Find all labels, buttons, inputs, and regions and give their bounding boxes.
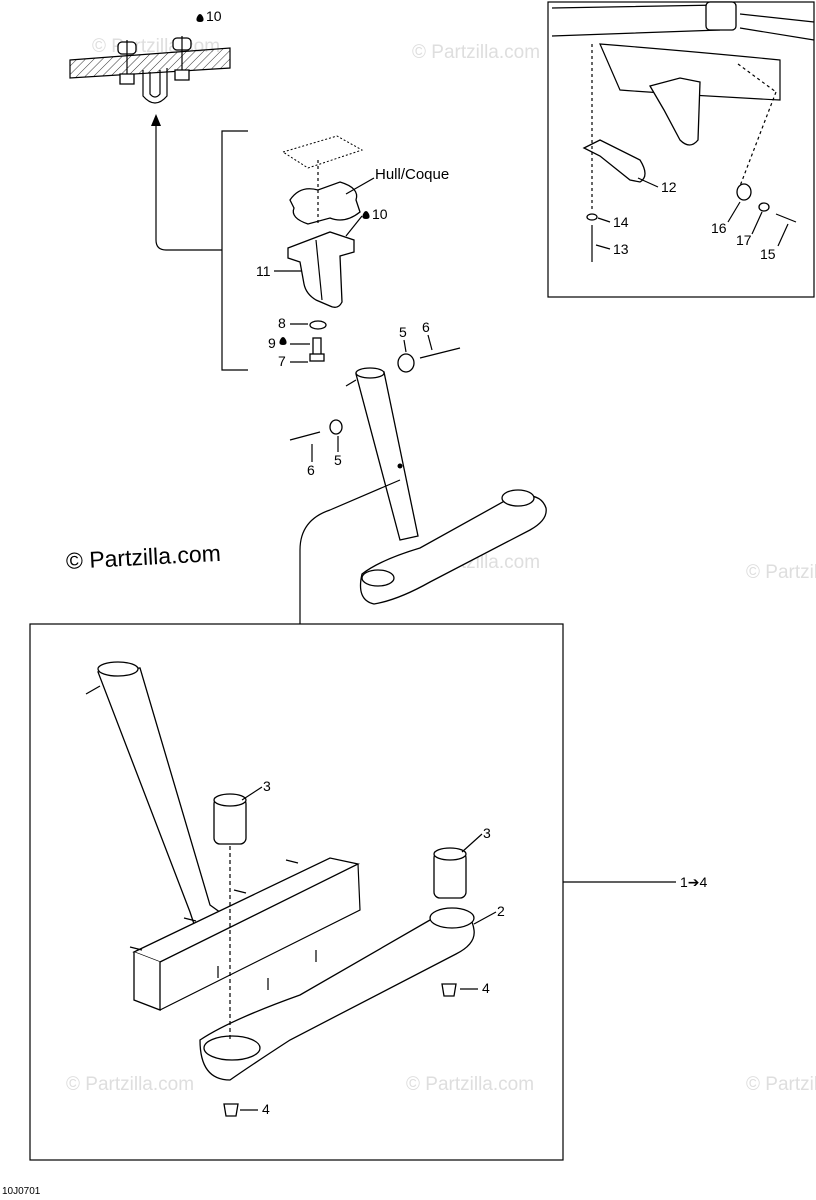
label-8: 8 [278, 315, 286, 331]
label-15: 15 [760, 246, 776, 262]
label-4-bottom: 4 [262, 1101, 270, 1117]
label-16: 16 [711, 220, 727, 236]
inset-frame [547, 1, 815, 298]
watermark-text: © Partzilla.com [412, 42, 540, 63]
leader-line [299, 479, 401, 624]
ladder-detail [85, 661, 475, 1117]
label-10-top: 10 [206, 8, 222, 24]
drop-icon [196, 14, 204, 22]
watermark-text: © Partzilla.com [66, 1074, 194, 1095]
label-9: 9 [268, 335, 276, 351]
drop-icon [362, 211, 370, 219]
label-5: 5 [334, 452, 342, 468]
inset-hull-view [551, 1, 815, 262]
ladder-top-assembly [289, 347, 547, 605]
leader-arrow [155, 118, 222, 251]
label-11: 11 [256, 263, 271, 279]
label-5-top: 5 [399, 324, 407, 340]
group-bracket [221, 130, 248, 371]
label-14: 14 [613, 214, 629, 230]
label-6: 6 [307, 462, 315, 478]
lower-inset-frame [29, 623, 564, 1161]
watermark-text: © Partzilla.com [406, 1074, 534, 1095]
drop-icon [279, 337, 287, 345]
label-3-left: 3 [263, 778, 271, 794]
label-10: 10 [372, 206, 388, 222]
label-17: 17 [736, 232, 752, 248]
watermark-text: © Partzilla.com [746, 1074, 816, 1095]
watermark-text: © Partzilla.com [746, 562, 816, 583]
figure-code: 10J0701 [2, 1186, 41, 1197]
label-12: 12 [661, 179, 677, 195]
label-7: 7 [278, 353, 286, 369]
arrow-head-icon [151, 114, 161, 126]
label-6-top: 6 [422, 319, 430, 335]
label-4-right: 4 [482, 980, 490, 996]
label-3-right: 3 [483, 825, 491, 841]
part-labels: 10 Hull/Coque 10 11 8 9 7 5 6 6 5 12 14 … [196, 8, 789, 1117]
label-2: 2 [497, 903, 505, 919]
range-label: 1➔4 [680, 874, 708, 890]
label-13: 13 [613, 241, 629, 257]
hull-section-detail [69, 36, 231, 104]
bracket-assembly [281, 135, 364, 362]
hull-label: Hull/Coque [375, 166, 449, 183]
